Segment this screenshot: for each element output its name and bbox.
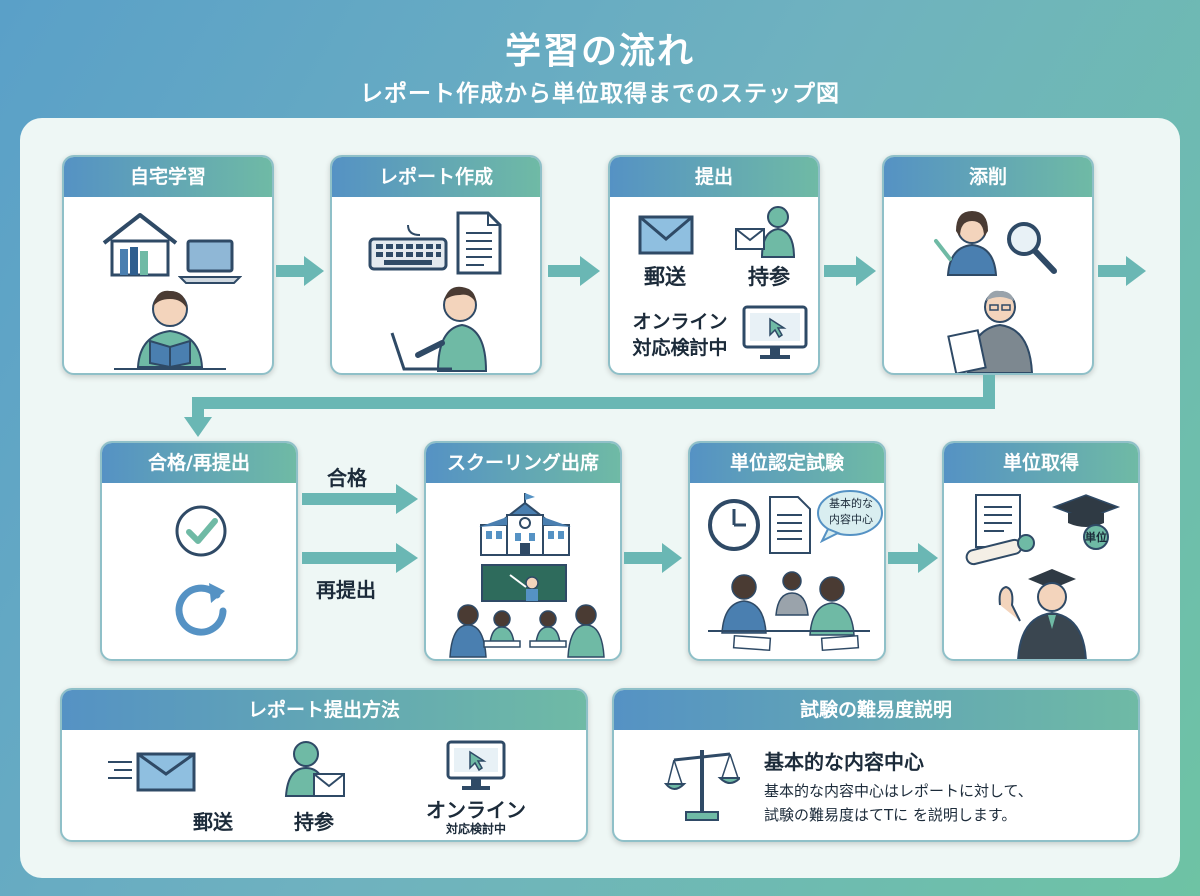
envelope-send-icon: [108, 752, 196, 792]
step-submit-card: 提出 郵送 持参 オンライン 対応検討中: [608, 155, 820, 375]
difficulty-text-line2: 試験の難易度はてTに を説明します。: [764, 806, 1017, 824]
exam-bubble-line1: 基本的な: [829, 497, 873, 510]
page-title: 学習の流れ: [504, 31, 695, 72]
arrow-right-2: [548, 256, 600, 286]
connector-arrow: [184, 375, 995, 437]
step-schooling-title: スクーリング出席: [426, 443, 620, 483]
submit-mail-label: 郵送: [644, 265, 686, 289]
scales-icon: [664, 750, 740, 821]
step-correction-title: 添削: [884, 157, 1092, 197]
branch-resubmit-label: 再提出: [316, 578, 376, 602]
arrow-right-1: [276, 256, 324, 286]
check-circle-icon: [175, 505, 227, 557]
clock-icon: [708, 499, 760, 551]
arrow-pass: [302, 484, 418, 514]
methods-card: レポート提出方法 郵送 持参 オンライン 対応検討中: [60, 688, 588, 842]
certificate-icon: [965, 494, 1035, 566]
graduation-cap-icon: [1052, 494, 1121, 550]
speech-bubble-icon: [817, 490, 883, 543]
arrow-resubmit: [302, 543, 418, 573]
difficulty-card: 試験の難易度説明 基本的な内容中心 基本的な内容中心はレポートに対して、 試験の…: [612, 688, 1140, 842]
step-exam-card: 単位認定試験 基本的な 内容中心: [688, 441, 886, 661]
keyboard-icon: [368, 224, 448, 271]
step-self-study-title: 自宅学習: [64, 157, 272, 197]
school-building-icon: [479, 493, 571, 556]
step-pass-card: 合格/再提出: [100, 441, 298, 661]
methods-title: レポート提出方法: [62, 690, 586, 730]
step-credit-card: 単位取得 単位: [942, 441, 1140, 661]
monitor-cursor-icon: [446, 740, 506, 790]
teacher-icon: [934, 211, 998, 276]
step-correction-card: 添削: [882, 155, 1094, 375]
document-icon: [456, 211, 502, 275]
step-self-study-card: 自宅学習: [62, 155, 274, 375]
step-report-title: レポート作成: [332, 157, 540, 197]
reviewer-icon: [947, 290, 1034, 373]
difficulty-text-line1: 基本的な内容中心はレポートに対して、: [764, 782, 1033, 800]
students-testing-icon: [708, 571, 870, 652]
arrow-right-4: [1098, 256, 1146, 286]
arrow-right-5: [624, 543, 682, 573]
refresh-icon: [175, 583, 227, 636]
exam-bubble-line2: 内容中心: [829, 513, 873, 526]
student-reading-icon: [114, 290, 226, 370]
step-exam-title: 単位認定試験: [690, 443, 884, 483]
arrow-right-3: [824, 256, 876, 286]
person-with-envelope-icon: [284, 741, 345, 797]
submit-bring-label: 持参: [748, 265, 790, 289]
method-online-label: オンライン: [426, 798, 526, 822]
monitor-icon: [742, 305, 808, 359]
person-delivering-icon: [735, 206, 796, 258]
credit-cap-label: 単位: [1085, 531, 1107, 544]
difficulty-title: 試験の難易度説明: [614, 690, 1138, 730]
method-bring-label: 持参: [294, 810, 334, 834]
envelope-icon: [638, 215, 694, 255]
laptop-icon: [178, 239, 242, 284]
step-pass-title: 合格/再提出: [102, 443, 296, 483]
page-subtitle: レポート作成から単位取得までのステップ図: [360, 81, 840, 107]
graduate-icon: [998, 569, 1087, 659]
branch-pass-label: 合格: [327, 466, 367, 490]
step-schooling-card: スクーリング出席: [424, 441, 622, 661]
method-online-note: 対応検討中: [445, 822, 506, 836]
step-report-card: レポート作成: [330, 155, 542, 375]
exam-paper-icon: [769, 496, 811, 554]
magnifier-icon: [1007, 222, 1057, 274]
classroom-icon: [449, 564, 605, 658]
person-typing-icon: [390, 286, 488, 372]
difficulty-heading: 基本的な内容中心: [764, 750, 924, 774]
submit-online-label: オンライン: [632, 311, 728, 333]
step-submit-title: 提出: [610, 157, 818, 197]
house-icon: [102, 213, 178, 277]
method-mail-label: 郵送: [193, 810, 233, 834]
submit-online-note: 対応検討中: [632, 337, 728, 359]
step-credit-title: 単位取得: [944, 443, 1138, 483]
arrow-right-6: [888, 543, 938, 573]
